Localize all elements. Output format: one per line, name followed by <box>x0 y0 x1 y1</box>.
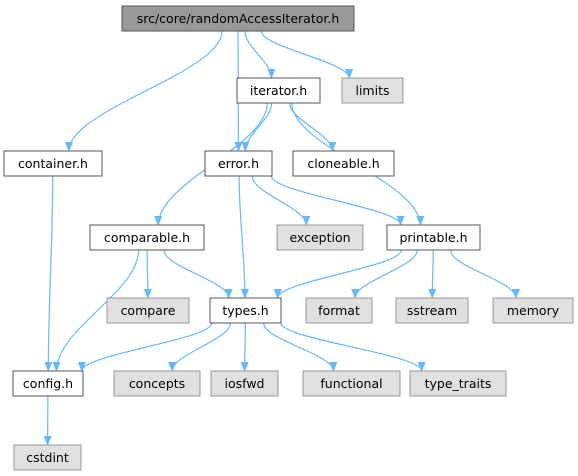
node-box-container <box>3 150 103 177</box>
node-concepts: concepts <box>113 370 201 397</box>
node-label-printable: printable.h <box>399 230 467 245</box>
node-compare: compare <box>106 297 190 324</box>
node-root[interactable]: src/core/randomAccessIterator.h <box>121 5 355 32</box>
node-cstdint: cstdint <box>13 444 82 471</box>
node-label-compare: compare <box>121 303 176 318</box>
node-label-iterator: iterator.h <box>250 83 307 98</box>
node-label-cloneable: cloneable.h <box>307 156 379 171</box>
node-label-config: config.h <box>23 376 73 391</box>
edge-types-to-functional <box>263 322 338 372</box>
node-memory: memory <box>492 297 574 324</box>
node-cloneable[interactable]: cloneable.h <box>292 150 395 177</box>
edge-error-to-exception <box>251 175 311 226</box>
node-box-compare <box>106 297 190 324</box>
node-box-cloneable <box>292 150 395 177</box>
node-box-functional <box>302 370 401 397</box>
edge-error-to-printable <box>270 175 405 226</box>
node-printable[interactable]: printable.h <box>386 224 481 251</box>
node-box-sstream <box>395 297 469 324</box>
edge-types-to-type_traits <box>280 322 426 372</box>
node-label-concepts: concepts <box>129 376 185 391</box>
edge-error-to-types <box>238 175 249 299</box>
node-functional: functional <box>302 370 401 397</box>
node-types[interactable]: types.h <box>209 297 282 324</box>
node-label-format: format <box>318 303 360 318</box>
node-label-memory: memory <box>507 303 560 318</box>
edge-comparable-to-compare <box>143 249 152 299</box>
edge-types-to-config <box>77 322 213 372</box>
edge-container-to-config <box>44 175 54 372</box>
edge-printable-to-types <box>273 249 402 299</box>
node-label-types: types.h <box>222 303 268 318</box>
node-box-memory <box>492 297 574 324</box>
edge-types-to-concepts <box>168 322 231 372</box>
node-label-iosfwd: iosfwd <box>225 376 265 391</box>
edge-comparable-to-types <box>163 249 233 299</box>
node-iterator[interactable]: iterator.h <box>236 77 321 104</box>
node-label-cstdint: cstdint <box>26 450 69 465</box>
node-error[interactable]: error.h <box>204 150 273 177</box>
edge-printable-to-memory <box>449 249 520 299</box>
node-box-iosfwd <box>210 370 279 397</box>
edge-root-to-iterator <box>244 30 276 79</box>
node-box-types <box>209 297 282 324</box>
edge-comparable-to-config <box>52 249 140 372</box>
node-exception: exception <box>276 224 364 251</box>
edge-printable-to-sstream <box>428 249 437 299</box>
node-box-concepts <box>113 370 201 397</box>
edge-printable-to-format <box>351 249 418 299</box>
node-label-comparable: comparable.h <box>104 230 190 245</box>
node-config[interactable]: config.h <box>12 370 84 397</box>
node-box-cstdint <box>13 444 82 471</box>
node-box-root <box>121 5 355 32</box>
node-box-iterator <box>236 77 321 104</box>
node-label-exception: exception <box>289 230 350 245</box>
node-label-type-traits: type_traits <box>425 376 492 391</box>
node-box-error <box>204 150 273 177</box>
node-iosfwd: iosfwd <box>210 370 279 397</box>
node-label-sstream: sstream <box>407 303 457 318</box>
node-label-container: container.h <box>18 156 88 171</box>
node-label-functional: functional <box>320 376 382 391</box>
node-format: format <box>305 297 373 324</box>
node-label-root: src/core/randomAccessIterator.h <box>137 11 340 26</box>
node-box-printable <box>386 224 481 251</box>
node-limits: limits <box>341 77 404 104</box>
edge-iterator-to-error <box>241 102 273 152</box>
node-type-traits: type_traits <box>409 370 507 397</box>
node-label-error: error.h <box>218 156 259 171</box>
node-layer: src/core/randomAccessIterator.h iterator.… <box>3 5 574 471</box>
node-box-limits <box>341 77 404 104</box>
node-box-exception <box>276 224 364 251</box>
node-sstream: sstream <box>395 297 469 324</box>
node-box-comparable <box>89 224 205 251</box>
node-container[interactable]: container.h <box>3 150 103 177</box>
node-box-type-traits <box>409 370 507 397</box>
edge-types-to-iosfwd <box>240 322 249 372</box>
edge-root-to-limits <box>260 30 354 79</box>
node-comparable[interactable]: comparable.h <box>89 224 205 251</box>
node-box-config <box>12 370 84 397</box>
node-label-limits: limits <box>355 83 389 98</box>
edge-iterator-to-cloneable <box>289 102 337 152</box>
edge-root-to-container <box>64 30 223 152</box>
node-box-format <box>305 297 373 324</box>
